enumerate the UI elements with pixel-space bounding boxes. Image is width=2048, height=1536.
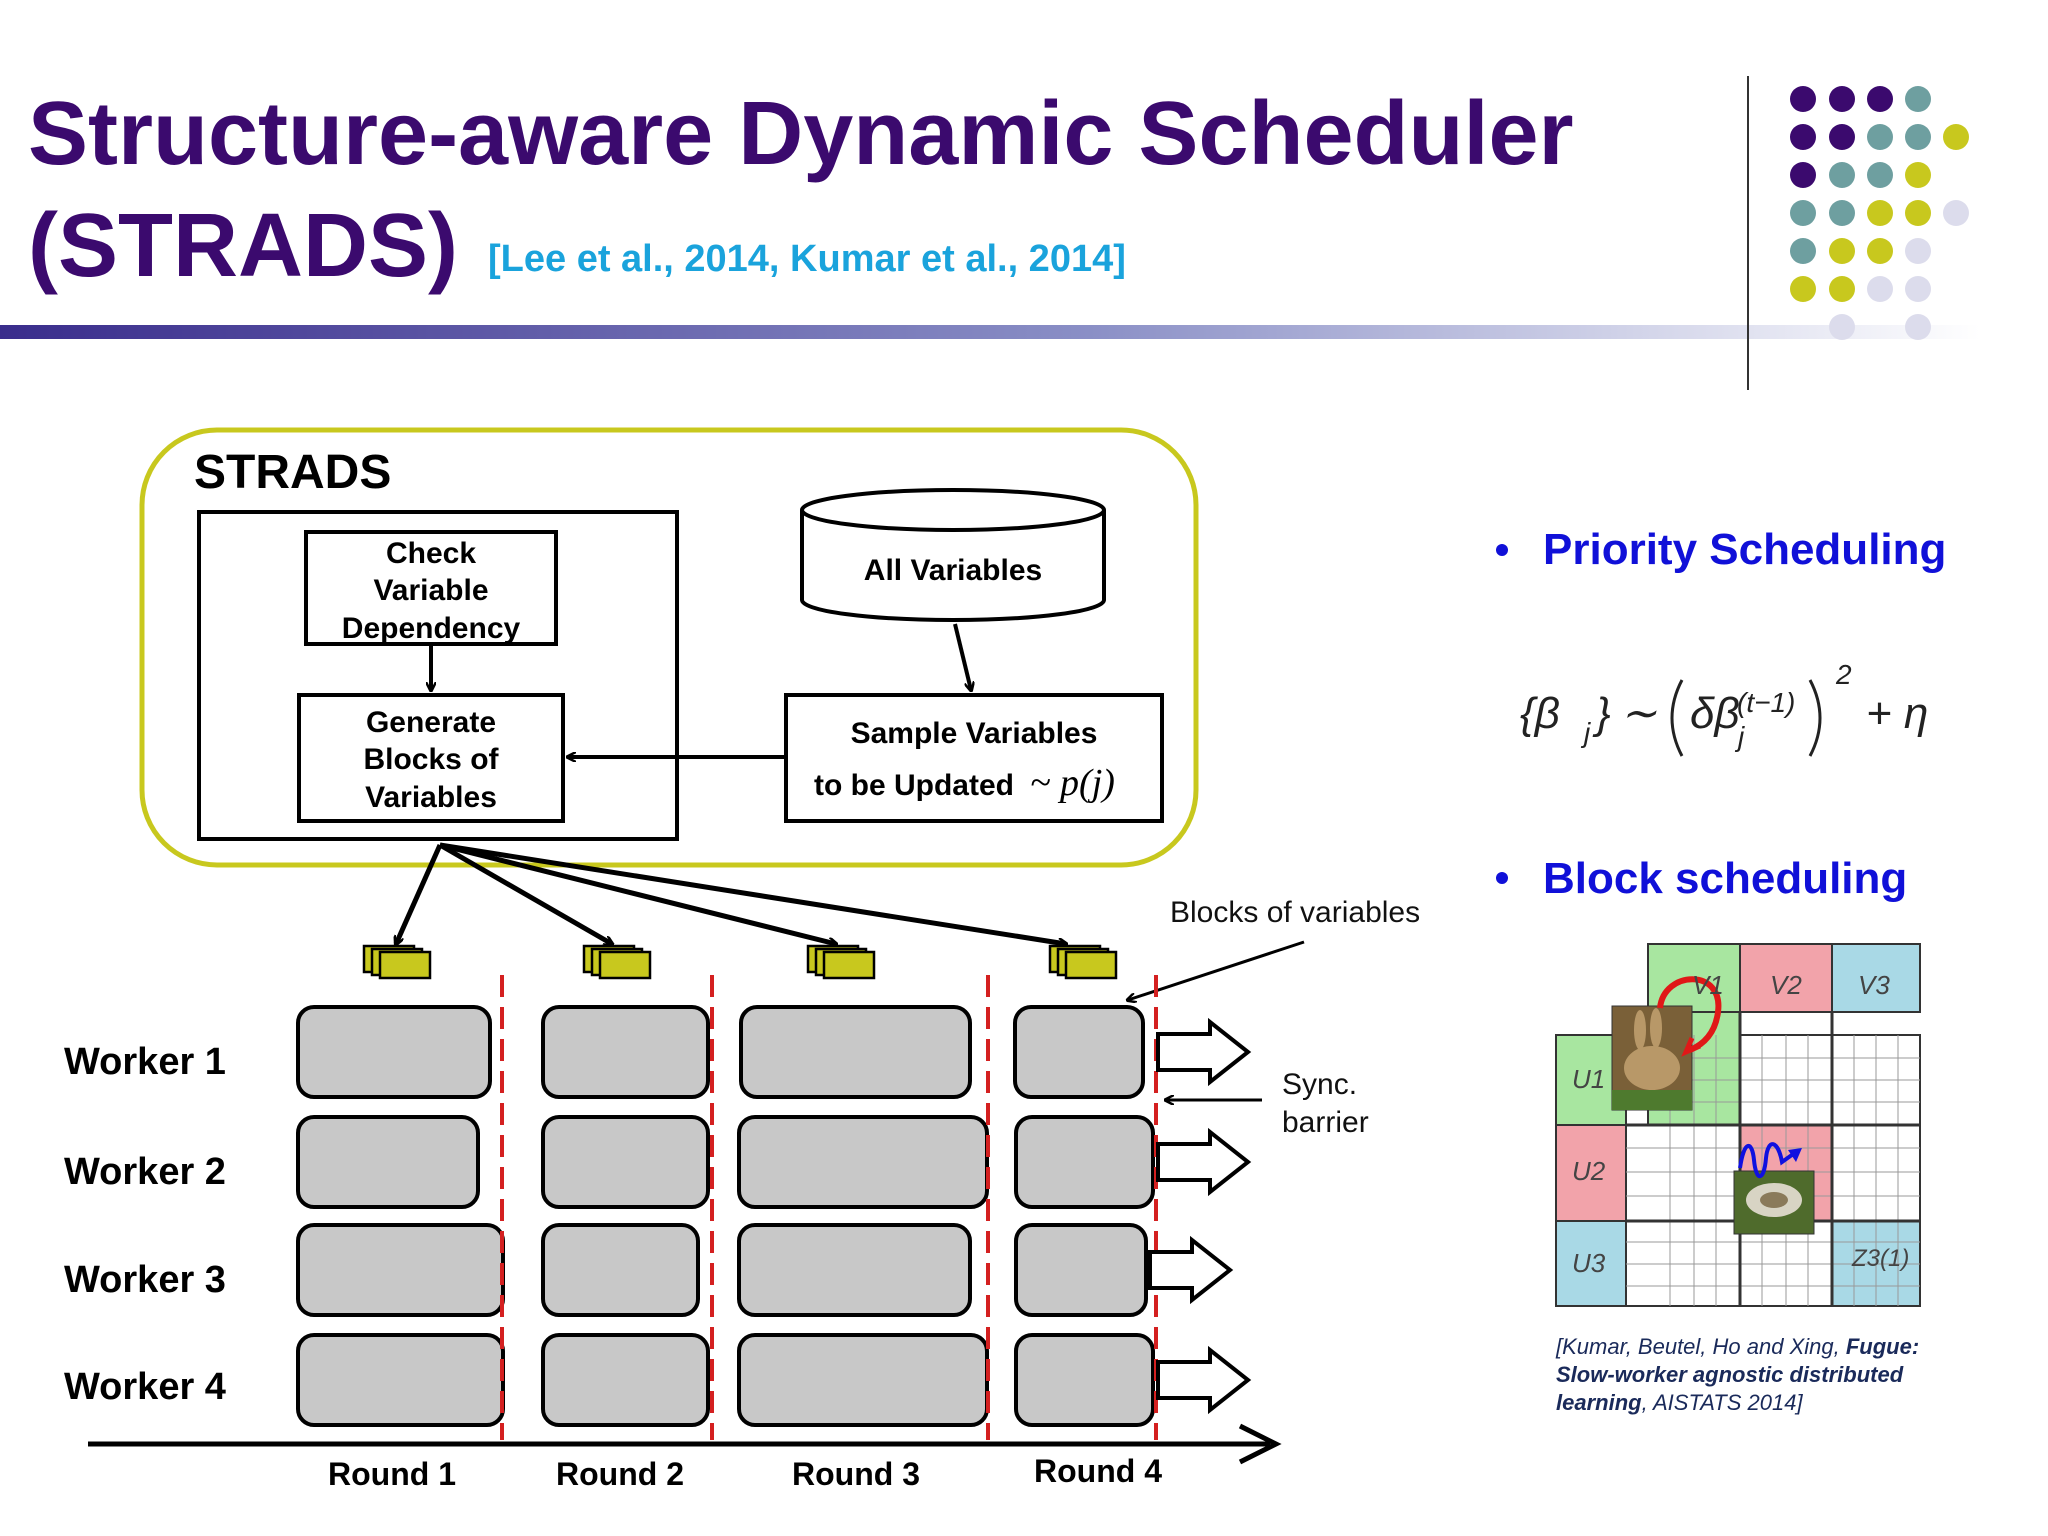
svg-text:j: j bbox=[1734, 721, 1745, 752]
sample-variables-box bbox=[784, 693, 1164, 823]
svg-text:learning, AISTATS 2014]: learning, AISTATS 2014] bbox=[1556, 1390, 1803, 1415]
check-dependency-line3: Dependency bbox=[342, 612, 521, 645]
check-dependency-box bbox=[304, 530, 558, 646]
sync-barrier-label-line1: Sync. bbox=[1282, 1068, 1357, 1101]
task-w4-r1 bbox=[296, 1333, 505, 1427]
round-label-2: Round 2 bbox=[556, 1456, 684, 1492]
check-dependency-line1: Check bbox=[386, 537, 476, 570]
reference-line3-bold: learning bbox=[1556, 1390, 1642, 1415]
blocks-of-variables-label: Blocks of variables bbox=[1170, 896, 1420, 929]
dispatch-arrows bbox=[396, 842, 1066, 944]
check-dependency-line2: Variable bbox=[373, 574, 488, 607]
grid-label-u2: U2 bbox=[1572, 1156, 1606, 1186]
svg-text:}: } bbox=[1592, 689, 1611, 738]
generate-blocks-line1: Generate bbox=[366, 706, 496, 739]
grid-label-v1: V1 bbox=[1692, 970, 1724, 1000]
blue-squiggle-arrow bbox=[1738, 1142, 1798, 1179]
grid-label-z3: Z3(1) bbox=[1851, 1245, 1909, 1272]
task-w1-r4 bbox=[1013, 1005, 1145, 1099]
svg-text:+ η: + η bbox=[1866, 689, 1928, 738]
output-arrows bbox=[1148, 1017, 1252, 1415]
bullet-dot-priority bbox=[1496, 544, 1508, 556]
task-w2-r1 bbox=[296, 1115, 480, 1209]
decorative-dot-grid bbox=[1790, 86, 1969, 340]
all-variables-label: All Variables bbox=[864, 554, 1042, 587]
red-loop-arrow bbox=[1657, 976, 1722, 1053]
task-w1-r1 bbox=[296, 1005, 492, 1099]
block-scheduling-grid bbox=[1555, 943, 1921, 1307]
task-w3-r3 bbox=[737, 1223, 972, 1317]
grid-label-v3: V3 bbox=[1858, 970, 1890, 1000]
task-w2-r2 bbox=[541, 1115, 710, 1209]
task-w4-r3 bbox=[737, 1333, 989, 1427]
grid-label-u3: U3 bbox=[1572, 1248, 1606, 1278]
generate-blocks-line2: Blocks of bbox=[363, 743, 499, 776]
all-variables-cylinder bbox=[800, 488, 1106, 622]
priority-formula: {β j } ∼ δβ (t−1) j 2 + η bbox=[1520, 659, 1928, 757]
block-stack-round-2 bbox=[582, 944, 652, 980]
arrow-variables-to-sample bbox=[953, 623, 971, 690]
svg-text:[Kumar, Beutel, Ho and Xing, F: [Kumar, Beutel, Ho and Xing, Fugue: bbox=[1555, 1334, 1919, 1359]
task-w2-r4 bbox=[1014, 1115, 1155, 1209]
slide-title-line2: (STRADS) bbox=[28, 196, 458, 296]
task-w3-r2 bbox=[541, 1223, 700, 1317]
grid-cell-u3 bbox=[1555, 1220, 1627, 1307]
citation: [Lee et al., 2014, Kumar et al., 2014] bbox=[488, 238, 1126, 280]
task-w4-r4 bbox=[1014, 1333, 1155, 1427]
block-stack-round-1 bbox=[362, 944, 432, 980]
grid-cell-v3 bbox=[1831, 943, 1921, 1013]
formula-source-text: {β_j} ~ (δβ_j^(t−1))^2 + η bbox=[1510, 1498, 1532, 1501]
task-w2-r3 bbox=[737, 1115, 989, 1209]
svg-text:(t−1): (t−1) bbox=[1737, 687, 1795, 718]
sample-distribution-math: ~ p(j) bbox=[1030, 762, 1115, 804]
svg-text:δβ: δβ bbox=[1690, 689, 1740, 738]
slide-title-line1: Structure-aware Dynamic Scheduler bbox=[28, 84, 1574, 184]
block-stack-round-3 bbox=[806, 944, 876, 980]
grid-label-v2: V2 bbox=[1770, 970, 1802, 1000]
sync-barrier-label-line2: barrier bbox=[1282, 1106, 1369, 1139]
bullet-dot-block bbox=[1496, 872, 1508, 884]
task-w4-r2 bbox=[541, 1333, 710, 1427]
task-bars bbox=[296, 1005, 1155, 1427]
reference-citation: [Kumar, Beutel, Ho and Xing, Fugue: Slow… bbox=[1555, 1334, 1919, 1415]
block-stack-round-4 bbox=[1048, 944, 1118, 980]
worker-label-4: Worker 4 bbox=[64, 1366, 226, 1408]
svg-text:j: j bbox=[1580, 717, 1591, 748]
reference-line3-rest: , AISTATS 2014] bbox=[1642, 1390, 1804, 1415]
worker-label-2: Worker 2 bbox=[64, 1151, 226, 1193]
sample-variables-line2: to be Updated bbox=[814, 769, 1014, 802]
worker-label-3: Worker 3 bbox=[64, 1259, 226, 1301]
svg-text:{β: {β bbox=[1520, 689, 1560, 738]
grid-cell-v2 bbox=[1739, 943, 1833, 1013]
svg-text:∼: ∼ bbox=[1620, 689, 1657, 738]
block-stacks bbox=[362, 944, 1118, 980]
title-underline bbox=[0, 325, 1980, 339]
worker-label-1: Worker 1 bbox=[64, 1041, 226, 1083]
task-w3-r1 bbox=[296, 1223, 505, 1317]
strads-container bbox=[139, 427, 1199, 868]
task-w1-r3 bbox=[739, 1005, 972, 1099]
generate-blocks-line3: Variables bbox=[365, 781, 497, 814]
bullet-block-scheduling: Block scheduling bbox=[1543, 854, 1907, 903]
round-label-4: Round 4 bbox=[1034, 1453, 1162, 1489]
task-w1-r2 bbox=[541, 1005, 710, 1099]
round-label-1: Round 1 bbox=[328, 1456, 456, 1492]
scheduler-box bbox=[197, 510, 679, 841]
round-label-3: Round 3 bbox=[792, 1456, 920, 1492]
grid-label-u1: U1 bbox=[1572, 1064, 1605, 1094]
reference-line2: Slow-worker agnostic distributed bbox=[1556, 1362, 1904, 1387]
reference-line1-bold: Fugue: bbox=[1846, 1334, 1919, 1359]
time-axis-arrowhead bbox=[1238, 1423, 1282, 1465]
svg-text:2: 2 bbox=[1835, 659, 1852, 690]
bullet-priority-scheduling: Priority Scheduling bbox=[1543, 525, 1946, 574]
sample-variables-line1: Sample Variables bbox=[851, 717, 1098, 750]
task-w3-r4 bbox=[1014, 1223, 1148, 1317]
strads-label: STRADS bbox=[194, 446, 391, 499]
generate-blocks-box bbox=[297, 693, 565, 823]
reference-line1-prefix: [Kumar, Beutel, Ho and Xing, bbox=[1555, 1334, 1846, 1359]
